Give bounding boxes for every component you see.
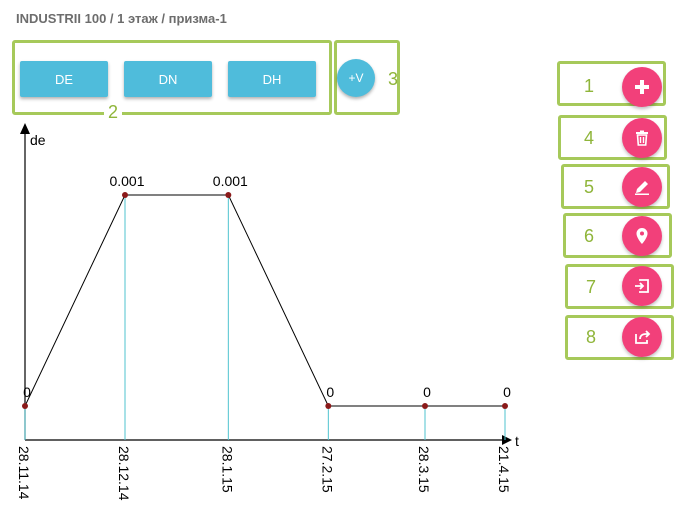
value-label-4: 0 xyxy=(423,384,431,400)
tool-frame-add xyxy=(557,61,666,106)
value-label-0: 0 xyxy=(23,384,31,400)
data-point-0[interactable] xyxy=(22,403,28,409)
tool-frame-location xyxy=(563,213,672,258)
x-axis-label: t xyxy=(515,433,519,449)
tool-frame-delete xyxy=(558,115,667,160)
callout-2: 2 xyxy=(104,102,123,122)
import-button[interactable] xyxy=(622,266,662,306)
de-button[interactable]: DE xyxy=(20,61,108,97)
plus-icon xyxy=(635,80,649,94)
x-tick-label-1: 28.12.14 xyxy=(116,446,132,501)
data-point-5[interactable] xyxy=(502,403,508,409)
tool-num-7: 7 xyxy=(586,277,597,297)
tool-num-1: 1 xyxy=(584,76,595,96)
add-button[interactable] xyxy=(622,67,662,107)
value-label-2: 0.001 xyxy=(213,173,248,189)
tool-num-8: 8 xyxy=(586,327,597,347)
location-pin-icon xyxy=(636,228,648,244)
y-axis-arrow xyxy=(20,123,30,134)
value-label-5: 0 xyxy=(503,384,511,400)
tool-frame-share xyxy=(565,315,674,360)
delete-button[interactable] xyxy=(622,118,662,158)
import-icon xyxy=(635,279,649,293)
share-button[interactable] xyxy=(622,317,662,357)
series-line xyxy=(24,194,505,407)
pencil-icon xyxy=(635,181,649,195)
tool-frame-edit xyxy=(561,164,670,209)
tool-num-6: 6 xyxy=(584,226,595,246)
trash-icon xyxy=(636,130,648,146)
value-label-3: 0 xyxy=(326,384,334,400)
dh-button[interactable]: DH xyxy=(228,61,316,97)
data-point-4[interactable] xyxy=(422,403,428,409)
x-tick-label-5: 21.4.15 xyxy=(496,446,512,493)
tool-frame-import xyxy=(565,264,674,309)
component-group-frame xyxy=(12,40,332,115)
data-point-3[interactable] xyxy=(325,403,332,409)
x-tick-label-4: 28.3.15 xyxy=(416,446,432,493)
share-icon xyxy=(635,330,651,344)
x-tick-label-0: 28.11.14 xyxy=(16,446,32,500)
x-axis-arrow xyxy=(502,435,512,445)
breadcrumb: INDUSTRII 100 / 1 этаж / призма-1 xyxy=(16,11,227,26)
tool-num-4: 4 xyxy=(584,128,595,148)
y-axis-label: de xyxy=(30,132,46,148)
add-component-button[interactable]: +V xyxy=(337,59,375,97)
x-tick-label-2: 28.1.15 xyxy=(219,446,235,493)
location-button[interactable] xyxy=(622,216,662,256)
dn-button[interactable]: DN xyxy=(124,61,212,97)
callout-3: 3 xyxy=(388,69,399,89)
add-component-frame xyxy=(334,40,400,115)
tool-num-5: 5 xyxy=(584,177,595,197)
edit-button[interactable] xyxy=(622,167,662,207)
data-point-1[interactable] xyxy=(122,192,128,198)
data-point-2[interactable] xyxy=(225,192,232,198)
value-label-1: 0.001 xyxy=(109,173,144,189)
x-tick-label-3: 27.2.15 xyxy=(319,446,335,493)
